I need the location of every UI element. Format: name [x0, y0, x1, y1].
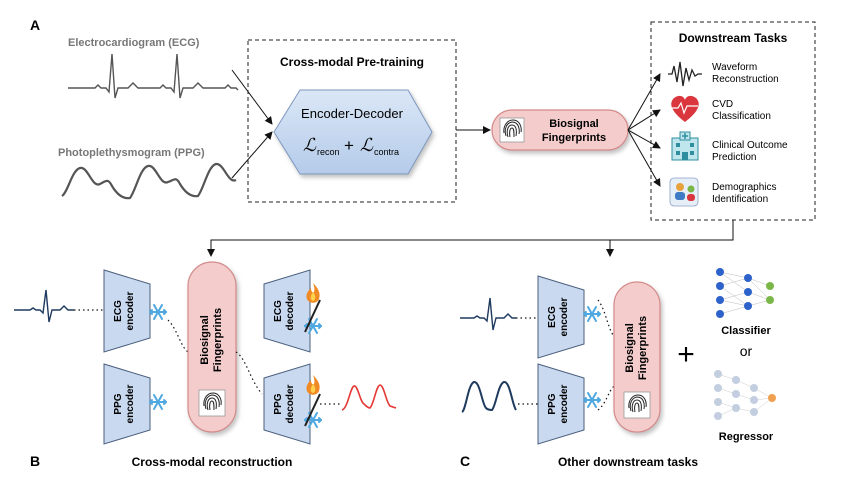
pretraining-box	[247, 39, 457, 203]
downstream-title: Downstream Tasks	[679, 31, 788, 45]
ecg-label: Electrocardiogram (ECG)	[68, 37, 200, 49]
b-ecg-encoder-line2: encoder	[125, 291, 136, 330]
demographics-icon	[669, 177, 699, 207]
ecg-waveform	[68, 53, 239, 99]
b-ppg-decoder-strike	[304, 393, 321, 427]
b-ppg-decoder-line2: decoder	[285, 384, 296, 423]
waveform-icon	[668, 61, 702, 87]
b-fingerprints-line1: Biosignal	[199, 315, 211, 365]
task-4-line1: Demographics	[712, 182, 776, 193]
b-ppg-decoder-line1: PPG	[273, 393, 284, 414]
b-ppg-encoder-line1: PPG	[113, 393, 124, 414]
task-3-line1: Clinical Outcome	[712, 140, 788, 151]
or-label: or	[740, 343, 753, 359]
loss-symbol-recon: ℒ	[303, 135, 317, 155]
heart-icon	[671, 95, 699, 122]
b-ecg-decoder-strike	[304, 299, 321, 333]
b-ecg-decoder-line1: ECG	[273, 300, 284, 322]
c-ppg-encoder-line1: PPG	[547, 393, 558, 414]
c-ppg-encoder	[537, 363, 585, 445]
b-ppg-encoder	[103, 363, 151, 445]
regressor-nodes	[714, 370, 776, 420]
fingerprints-line2: Fingerprints	[542, 132, 606, 144]
b-ppg-encoder-line2: encoder	[125, 384, 136, 423]
c-ppg-encoder-line2: encoder	[559, 384, 570, 423]
classifier-label: Classifier	[721, 325, 771, 337]
c-input-ecg	[460, 297, 516, 331]
loss-plus: +	[344, 136, 354, 155]
task-1-line2: Reconstruction	[712, 74, 779, 85]
task-4-line2: Identification	[712, 194, 768, 205]
regressor-label: Regressor	[719, 431, 774, 443]
loss-sub-recon: recon	[317, 147, 340, 157]
b-fingerprints-line2: Fingerprints	[212, 308, 224, 372]
task-2-line2: Classification	[712, 111, 771, 122]
c-ecg-encoder-frozen-icon	[583, 306, 601, 322]
b-ecg-encoder-line1: ECG	[113, 300, 124, 322]
c-input-ppg	[461, 381, 517, 413]
b-ecg-encoder-frozen-icon	[149, 304, 167, 320]
task-3-line2: Prediction	[712, 152, 756, 163]
panel-a-label: A	[30, 17, 40, 33]
encoder-decoder-label: Encoder-Decoder	[301, 106, 404, 121]
c-ecg-encoder	[537, 275, 585, 359]
panel-b-caption: Cross-modal reconstruction	[132, 455, 293, 469]
loss-formula: ℒ recon + ℒ contra	[303, 135, 399, 157]
b-ecg-encoder	[103, 269, 151, 353]
classifier-nodes	[716, 268, 774, 318]
panel-b-label: B	[30, 453, 40, 469]
panel-c-caption: Other downstream tasks	[558, 455, 698, 469]
c-ecg-encoder-line1: ECG	[547, 306, 558, 328]
task-1-line1: Waveform	[712, 62, 757, 73]
task-2-line1: CVD	[712, 99, 733, 110]
pretraining-title: Cross-modal Pre-training	[280, 55, 424, 69]
ppg-label: Photoplethysmogram (PPG)	[58, 147, 205, 159]
loss-sub-contra: contra	[374, 147, 399, 157]
c-ppg-encoder-frozen-icon	[583, 392, 601, 408]
b-fingerprints-pill	[187, 261, 237, 433]
hospital-icon	[671, 131, 699, 161]
b-ecg-decoder	[263, 269, 311, 353]
b-ppg-encoder-frozen-icon	[149, 394, 167, 410]
encoder-decoder-hexagon	[273, 89, 433, 175]
regressor-network	[717, 373, 773, 417]
loss-symbol-contra: ℒ	[360, 135, 374, 155]
classifier-network	[719, 271, 771, 315]
b-input-ecg	[14, 289, 74, 323]
ppg-waveform	[61, 162, 237, 200]
fingerprints-line1: Biosignal	[549, 118, 599, 130]
b-ppg-decoder	[263, 363, 311, 445]
b-ecg-decoder-line2: decoder	[285, 291, 296, 330]
c-ecg-encoder-line2: encoder	[559, 297, 570, 336]
panel-c-label: C	[460, 453, 470, 469]
b-reconstructed-ppg	[341, 384, 397, 411]
c-fingerprints-line1: Biosignal	[624, 323, 636, 373]
c-fingerprints-line2: Fingerprints	[637, 316, 649, 380]
c-plus-sign: +	[677, 338, 695, 371]
